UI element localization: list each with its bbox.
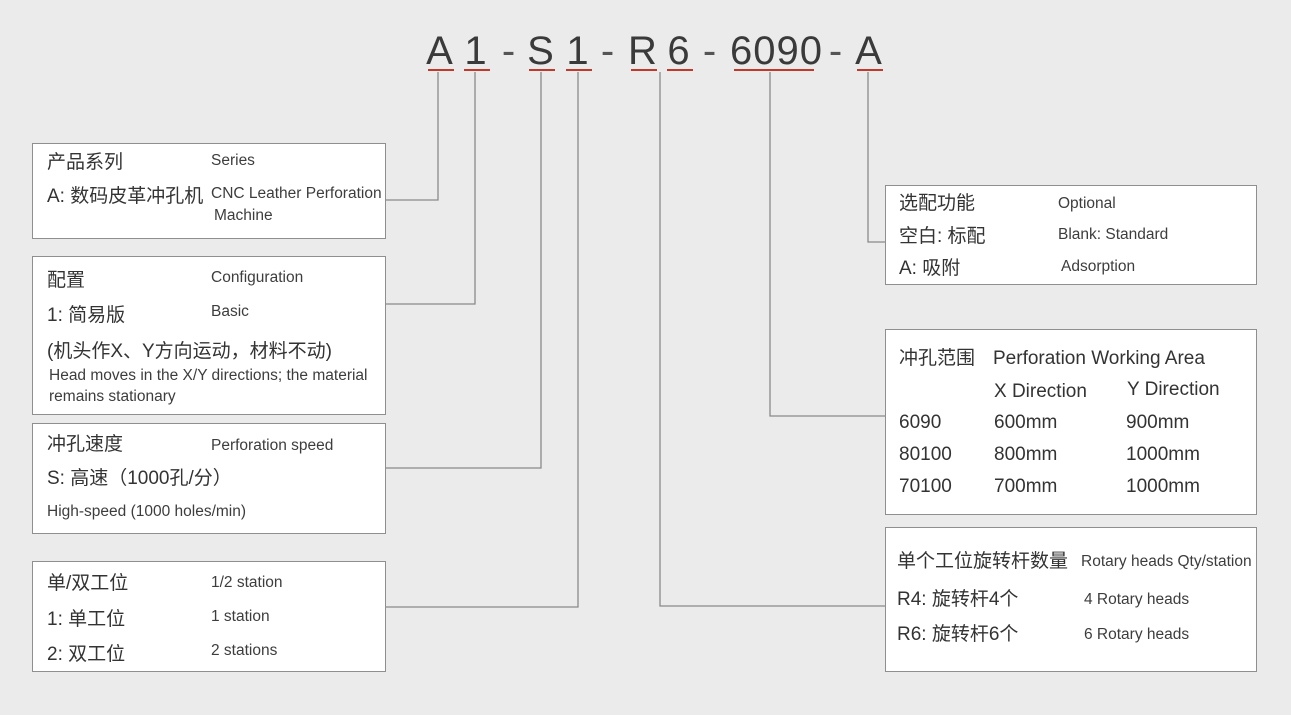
area-row-x: 700mm bbox=[994, 476, 1058, 497]
code-area-number: 6090 bbox=[730, 29, 823, 73]
area-col-x-header: X Direction bbox=[994, 381, 1087, 402]
config-note-zh: (机头作X、Y方向运动，材料不动) bbox=[47, 341, 333, 362]
connector-station bbox=[385, 72, 579, 608]
connector-optional bbox=[867, 72, 886, 243]
speed-box: 冲孔速度 Perforation speed S: 高速（1000孔/分） Hi… bbox=[32, 423, 386, 534]
area-title-zh: 冲孔范围 bbox=[899, 348, 976, 369]
speed-item-en: High-speed (1000 holes/min) bbox=[47, 503, 247, 520]
area-col-y-header: Y Direction bbox=[1127, 379, 1220, 400]
station-box: 单/双工位 1/2 station 1: 单工位 1 station 2: 双工… bbox=[32, 561, 386, 672]
area-title-en: Perforation Working Area bbox=[993, 348, 1205, 369]
code-underline bbox=[631, 69, 657, 71]
code-underline bbox=[529, 69, 555, 71]
connector-rotary bbox=[659, 72, 886, 607]
code-speed-letter: S bbox=[527, 29, 555, 73]
rotary-heads-box: 单个工位旋转杆数量 Rotary heads Qty/station R4: 旋… bbox=[885, 527, 1257, 672]
code-underline bbox=[428, 69, 454, 71]
series-item-zh: A: 数码皮革冲孔机 bbox=[47, 186, 204, 207]
working-area-box: 冲孔范围 Perforation Working Area X Directio… bbox=[885, 329, 1257, 515]
rotary-row-zh: R4: 旋转杆4个 bbox=[897, 589, 1019, 610]
series-box: 产品系列 Series A: 数码皮革冲孔机 CNC Leather Perfo… bbox=[32, 143, 386, 239]
area-row-y: 1000mm bbox=[1126, 444, 1200, 465]
code-separator: - bbox=[702, 29, 718, 73]
area-row-y: 900mm bbox=[1126, 412, 1190, 433]
station-title-en: 1/2 station bbox=[211, 574, 283, 591]
series-title-zh: 产品系列 bbox=[47, 152, 124, 173]
optional-row-en: Blank: Standard bbox=[1058, 226, 1169, 243]
area-row-y: 1000mm bbox=[1126, 476, 1200, 497]
connector-series bbox=[385, 72, 439, 201]
code-underline bbox=[857, 69, 883, 71]
station-row-en: 2 stations bbox=[211, 642, 278, 659]
code-underline bbox=[734, 69, 814, 71]
area-row-code: 70100 bbox=[899, 476, 952, 497]
area-row-code: 6090 bbox=[899, 412, 942, 433]
optional-row-zh: A: 吸附 bbox=[899, 258, 961, 279]
rotary-title-en: Rotary heads Qty/station bbox=[1081, 553, 1252, 570]
config-note-en-line1: Head moves in the X/Y directions; the ma… bbox=[49, 367, 368, 384]
optional-row-zh: 空白: 标配 bbox=[899, 226, 986, 247]
code-optional-letter: A bbox=[855, 29, 883, 73]
connector-config bbox=[385, 72, 476, 305]
code-rotary-digit: 6 bbox=[667, 29, 691, 73]
area-row-x: 600mm bbox=[994, 412, 1058, 433]
station-row-en: 1 station bbox=[211, 608, 270, 625]
speed-item-zh: S: 高速（1000孔/分） bbox=[47, 468, 232, 489]
connector-area bbox=[769, 72, 886, 417]
code-underline bbox=[464, 69, 490, 71]
station-row-zh: 1: 单工位 bbox=[47, 609, 126, 630]
configuration-box: 配置 Configuration 1: 简易版 Basic (机头作X、Y方向运… bbox=[32, 256, 386, 415]
station-title-zh: 单/双工位 bbox=[47, 573, 129, 594]
config-title-zh: 配置 bbox=[47, 270, 86, 291]
station-row-zh: 2: 双工位 bbox=[47, 644, 126, 665]
optional-title-en: Optional bbox=[1058, 195, 1116, 212]
code-config-digit: 1 bbox=[464, 29, 488, 73]
code-underline bbox=[667, 69, 693, 71]
code-underline bbox=[566, 69, 592, 71]
code-series-letter: A bbox=[426, 29, 454, 73]
optional-box: 选配功能 Optional 空白: 标配 Blank: Standard A: … bbox=[885, 185, 1257, 285]
speed-title-zh: 冲孔速度 bbox=[47, 434, 124, 455]
rotary-row-zh: R6: 旋转杆6个 bbox=[897, 624, 1019, 645]
config-note-en-line2: remains stationary bbox=[49, 388, 176, 405]
rotary-title-zh: 单个工位旋转杆数量 bbox=[897, 551, 1069, 572]
rotary-row-en: 6 Rotary heads bbox=[1084, 626, 1190, 643]
series-item-en-line1: CNC Leather Perforation bbox=[211, 185, 382, 202]
optional-title-zh: 选配功能 bbox=[899, 193, 976, 214]
code-station-digit: 1 bbox=[566, 29, 590, 73]
code-separator: - bbox=[828, 29, 844, 73]
area-row-code: 80100 bbox=[899, 444, 952, 465]
config-title-en: Configuration bbox=[211, 269, 304, 286]
speed-title-en: Perforation speed bbox=[211, 437, 334, 454]
config-item-zh: 1: 简易版 bbox=[47, 305, 126, 326]
series-item-en-line2: Machine bbox=[214, 207, 273, 224]
code-separator: - bbox=[600, 29, 616, 73]
config-item-en: Basic bbox=[211, 303, 249, 320]
connector-speed bbox=[385, 72, 542, 469]
code-separator: - bbox=[501, 29, 517, 73]
code-rotary-letter: R bbox=[628, 29, 658, 73]
area-row-x: 800mm bbox=[994, 444, 1058, 465]
rotary-row-en: 4 Rotary heads bbox=[1084, 591, 1190, 608]
series-title-en: Series bbox=[211, 152, 255, 169]
optional-row-en: Adsorption bbox=[1061, 258, 1136, 275]
